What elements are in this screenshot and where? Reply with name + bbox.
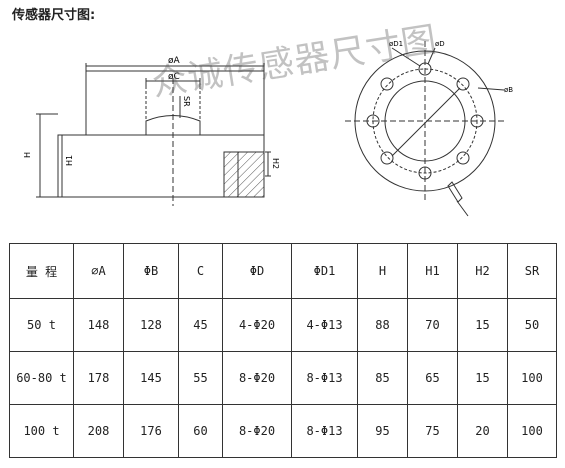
cable-gland bbox=[447, 181, 463, 203]
table-cell: 178 bbox=[73, 351, 124, 405]
sensor-dimension-drawing: øA øC SR H H1 H2 øD1 øD øB bbox=[23, 40, 513, 217]
header-range: 量 程 bbox=[9, 243, 74, 299]
table-row: 60-80 t 178 145 55 8-Φ20 8-Φ13 85 65 15 … bbox=[9, 351, 557, 405]
label-phi-c: øC bbox=[168, 72, 180, 82]
mounting-hole bbox=[418, 166, 432, 180]
side-view bbox=[36, 63, 271, 206]
header-d1: ΦD1 bbox=[291, 243, 358, 299]
side-view-dome bbox=[145, 115, 201, 136]
table-cell: 8-Φ20 bbox=[222, 351, 292, 405]
side-view-section-hatch bbox=[223, 151, 265, 198]
table-cell: 50 t bbox=[9, 298, 74, 352]
mounting-hole bbox=[366, 114, 380, 128]
table-cell: 95 bbox=[357, 404, 408, 458]
label-phi-b: øB bbox=[504, 86, 513, 94]
header-d: ΦD bbox=[222, 243, 292, 299]
table-cell: 176 bbox=[123, 404, 179, 458]
header-b: ΦB bbox=[123, 243, 179, 299]
table-cell: 20 bbox=[457, 404, 508, 458]
header-h: H bbox=[357, 243, 408, 299]
table-cell: 148 bbox=[73, 298, 124, 352]
mounting-hole bbox=[418, 62, 432, 76]
header-h1: H1 bbox=[407, 243, 458, 299]
table-cell: 60 bbox=[178, 404, 223, 458]
table-cell: 85 bbox=[357, 351, 408, 405]
header-c: C bbox=[178, 243, 223, 299]
table-cell: 60-80 t bbox=[9, 351, 74, 405]
table-cell: 50 bbox=[507, 298, 557, 352]
table-cell: 100 bbox=[507, 404, 557, 458]
table-cell: 100 bbox=[507, 351, 557, 405]
dimension-table: 量 程 ∅A ΦB C ΦD ΦD1 H H1 H2 SR 50 t 148 1… bbox=[9, 243, 557, 458]
table-cell: 55 bbox=[178, 351, 223, 405]
page-title: 传感器尺寸图: bbox=[12, 8, 96, 23]
table-cell: 208 bbox=[73, 404, 124, 458]
table-row: 100 t 208 176 60 8-Φ20 8-Φ13 95 75 20 10… bbox=[9, 404, 557, 458]
table-cell: 4-Φ13 bbox=[291, 298, 358, 352]
mounting-hole bbox=[380, 77, 394, 91]
table-cell: 75 bbox=[407, 404, 458, 458]
label-phi-a: øA bbox=[168, 56, 181, 66]
header-a: ∅A bbox=[73, 243, 124, 299]
table-cell: 88 bbox=[357, 298, 408, 352]
table-cell: 70 bbox=[407, 298, 458, 352]
label-h2: H2 bbox=[271, 158, 280, 169]
table-cell: 15 bbox=[457, 298, 508, 352]
label-h1: H1 bbox=[65, 155, 74, 166]
table-cell: 4-Φ20 bbox=[222, 298, 292, 352]
table-cell: 45 bbox=[178, 298, 223, 352]
table-row: 50 t 148 128 45 4-Φ20 4-Φ13 88 70 15 50 bbox=[9, 298, 557, 352]
mounting-hole bbox=[470, 114, 484, 128]
table-cell: 100 t bbox=[9, 404, 74, 458]
table-cell: 8-Φ13 bbox=[291, 351, 358, 405]
label-sr: SR bbox=[182, 96, 191, 107]
top-view bbox=[345, 41, 505, 217]
mounting-hole bbox=[380, 151, 394, 165]
table-cell: 65 bbox=[407, 351, 458, 405]
table-cell: 8-Φ20 bbox=[222, 404, 292, 458]
table-header-row: 量 程 ∅A ΦB C ΦD ΦD1 H H1 H2 SR bbox=[9, 243, 557, 299]
table-cell: 128 bbox=[123, 298, 179, 352]
mounting-hole bbox=[456, 77, 470, 91]
label-h: H bbox=[23, 152, 32, 158]
label-phi-d: øD bbox=[435, 40, 445, 48]
header-h2: H2 bbox=[457, 243, 508, 299]
table-cell: 145 bbox=[123, 351, 179, 405]
label-phi-d1: øD1 bbox=[389, 40, 403, 48]
table-cell: 15 bbox=[457, 351, 508, 405]
mounting-hole bbox=[456, 151, 470, 165]
header-sr: SR bbox=[507, 243, 557, 299]
table-cell: 8-Φ13 bbox=[291, 404, 358, 458]
